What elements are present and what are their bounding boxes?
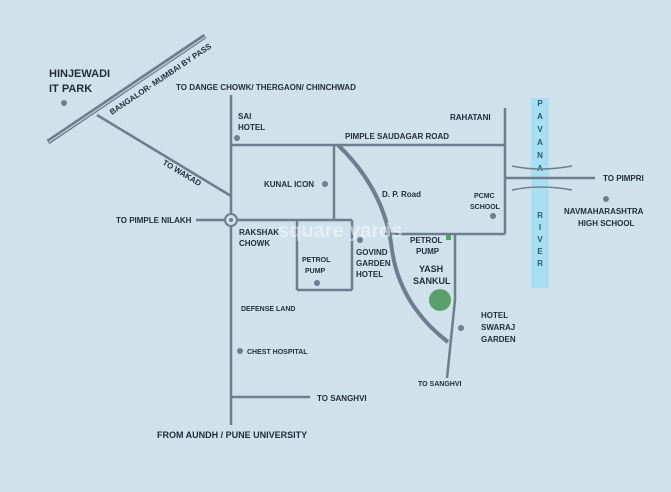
label-rahatani: RAHATANI (450, 113, 491, 122)
river-letter: R (537, 259, 543, 268)
river-letter: P (537, 99, 543, 108)
sai-hotel-dot (234, 135, 240, 141)
label-yash-1: YASH (419, 264, 443, 274)
label-chest-hospital: CHEST HOSPITAL (247, 349, 308, 356)
chest-hospital-dot (237, 348, 243, 354)
govind-garden-dot (357, 237, 363, 243)
location-dots (61, 100, 609, 354)
river-letter: I (539, 223, 541, 232)
bangalore-mumbai-bypass-inner (48, 36, 206, 143)
label-from-aundh: FROM AUNDH / PUNE UNIVERSITY (157, 430, 307, 440)
hotel-swaraj-dot (458, 325, 464, 331)
petrol-pump-left-dot (314, 280, 320, 286)
label-dp-road: D. P. Road (382, 190, 421, 199)
yash-sankul-marker (429, 289, 451, 311)
label-hotel-swaraj-1: HOTEL (481, 311, 508, 320)
river-letter: V (537, 125, 543, 134)
label-to-sanghvi-bottom: TO SANGHVI (418, 381, 461, 388)
label-to-pimpri: TO PIMPRI (603, 174, 644, 183)
label-petrol-pump-left-1: PETROL (302, 257, 331, 264)
label-pimple-saudagar-road: PIMPLE SAUDAGAR ROAD (345, 132, 449, 141)
bridge-mark-bottom (511, 186, 573, 191)
label-petrol-pump-left-2: PUMP (305, 268, 326, 275)
label-dange-chowk: TO DANGE CHOWK/ THERGAON/ CHINCHWAD (176, 83, 356, 92)
road-to-wakad (96, 113, 232, 198)
label-rakshak-2: CHOWK (239, 239, 270, 248)
pcmc-school-dot (490, 213, 496, 219)
petrol-pump-right-marker (446, 235, 451, 240)
label-govind-3: HOTEL (356, 270, 383, 279)
label-sai-hotel-1: SAI (238, 112, 251, 121)
label-to-sanghvi-right: TO SANGHVI (317, 394, 367, 403)
label-govind-2: GARDEN (356, 259, 391, 268)
label-hotel-swaraj-3: GARDEN (481, 335, 516, 344)
label-govind-1: GOVIND (356, 248, 388, 257)
bridge-mark-top (511, 165, 573, 170)
label-kunal-icon: KUNAL ICON (264, 180, 314, 189)
river-letter: V (537, 235, 543, 244)
pavana-river (531, 98, 549, 288)
road-to-sanghvi-bottom (445, 299, 457, 379)
label-navmaharashtra-1: NAVMAHARASHTRA (564, 207, 644, 216)
label-petrol-pump-right-1: PETROL (410, 236, 443, 245)
label-hinjewadi-2: IT PARK (49, 83, 92, 95)
hinjewadi-dot (61, 100, 67, 106)
label-pcmc-2: SCHOOL (470, 204, 501, 211)
bangalore-mumbai-bypass (46, 33, 207, 145)
rakshak-chowk-center (229, 218, 233, 222)
river-letter: R (537, 211, 543, 220)
label-rakshak-1: RAKSHAK (239, 228, 279, 237)
label-petrol-pump-right-2: PUMP (416, 247, 440, 256)
kunal-icon-dot (322, 181, 328, 187)
river-letter: A (537, 112, 543, 121)
river-letter: E (537, 247, 543, 256)
label-to-pimple-nilakh: TO PIMPLE NILAKH (116, 216, 192, 225)
label-hotel-swaraj-2: SWARAJ (481, 323, 515, 332)
watermark: square yards (278, 220, 403, 242)
label-pcmc-1: PCMC (474, 193, 495, 200)
label-defense-land: DEFENSE LAND (241, 306, 295, 313)
label-yash-2: SANKUL (413, 276, 451, 286)
navmaharashtra-dot (603, 196, 609, 202)
label-sai-hotel-2: HOTEL (238, 123, 265, 132)
river-letter: A (537, 138, 543, 147)
dp-road (336, 143, 450, 344)
river-letter: N (537, 151, 543, 160)
label-navmaharashtra-2: HIGH SCHOOL (578, 219, 635, 228)
label-hinjewadi-1: HINJEWADI (49, 68, 110, 80)
